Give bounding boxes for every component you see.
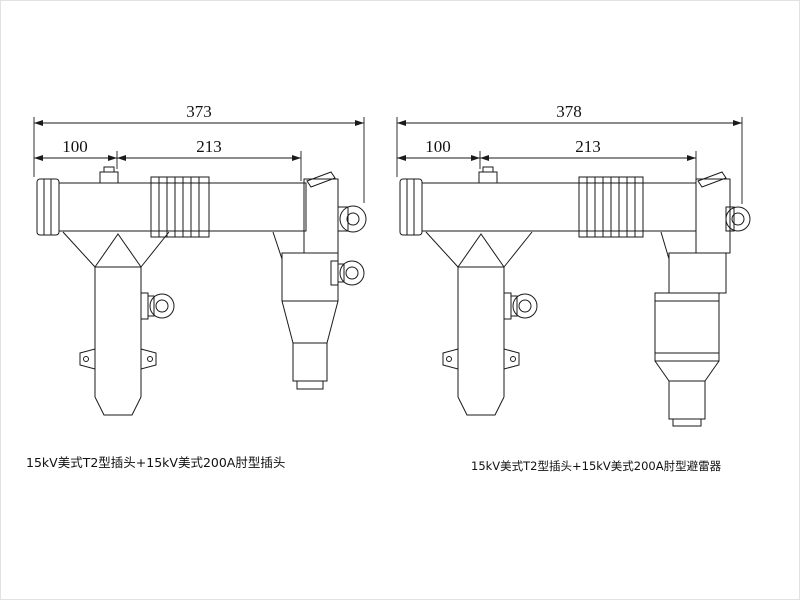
ribbed-section <box>578 176 644 238</box>
dim-sub1-right: 100 <box>425 137 451 156</box>
dim-overall-left: 373 <box>186 102 212 121</box>
caption-right: 15kV美式T2型插头+15kV美式200A肘型避雷器 <box>471 459 722 473</box>
caption-left: 15kV美式T2型插头+15kV美式200A肘型插头 <box>26 455 285 470</box>
test-point-cap <box>99 166 119 184</box>
dim-overall-right: 378 <box>556 102 582 121</box>
dimensions-right: 378 100 213 <box>396 102 743 204</box>
t-body-cone <box>62 231 170 268</box>
left-end-cap <box>36 178 60 236</box>
t-body-cone <box>425 231 533 268</box>
elbow-arrester <box>654 231 727 427</box>
dim-sub2-right: 213 <box>575 137 601 156</box>
eye-bolt <box>140 292 175 320</box>
main-tube <box>421 182 697 232</box>
assembly-left: 373 100 213 <box>33 102 367 416</box>
eye-bolt <box>503 292 538 320</box>
test-point-cap <box>478 166 498 184</box>
pulling-eye-top <box>337 205 367 233</box>
left-end-cap <box>399 178 423 236</box>
dimensions-left: 373 100 213 <box>33 102 365 203</box>
dim-sub2-left: 213 <box>196 137 222 156</box>
pulling-eye-top <box>725 206 751 232</box>
latch-clip <box>697 171 727 188</box>
elbow-housing <box>303 178 339 254</box>
mounting-ears <box>79 348 157 370</box>
ribbed-section <box>150 176 210 238</box>
mounting-ears <box>442 348 520 370</box>
t2-connector-right <box>399 166 751 427</box>
t2-connector-left <box>36 166 367 416</box>
elbow-plug <box>272 231 339 390</box>
cable-entry-body <box>94 267 142 416</box>
dim-sub1-left: 100 <box>62 137 88 156</box>
assembly-right: 378 100 213 <box>396 102 751 427</box>
elbow-housing <box>695 178 731 254</box>
pulling-eye-lower <box>330 260 365 286</box>
cable-entry-body <box>457 267 505 416</box>
latch-clip <box>306 171 336 188</box>
